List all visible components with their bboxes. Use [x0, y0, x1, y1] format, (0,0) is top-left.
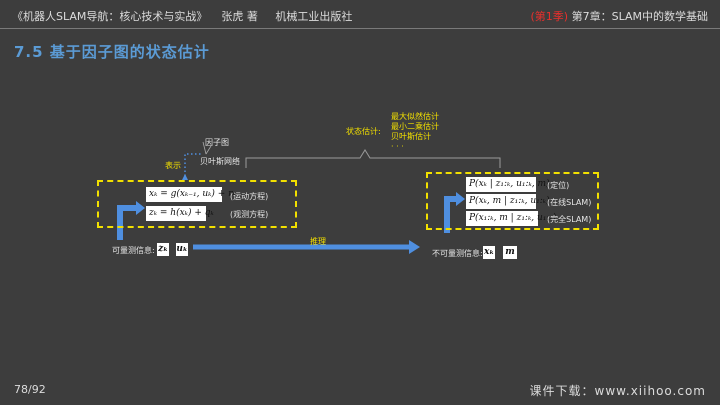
header-book-info: 《机器人SLAM导航：核心技术与实战》 张虎 著 机械工业出版社 [12, 8, 352, 24]
factor-graph-label: 因子图 [205, 138, 229, 147]
method-ml: 最大似然估计 [391, 112, 439, 121]
represent-label: 表示 [165, 161, 181, 170]
represent-arrow [184, 153, 201, 180]
chapter-title: 第7章：SLAM中的数学基础 [571, 10, 708, 23]
full-slam-note: (完全SLAM) [547, 215, 592, 224]
measurable-z: zₖ [157, 243, 169, 256]
measurable-label: 可量测信息: [112, 246, 155, 255]
observation-equation-note: (观测方程) [230, 210, 269, 219]
online-slam-note: (在线SLAM) [547, 198, 592, 207]
book-title: 《机器人SLAM导航：核心技术与实战》 [12, 10, 208, 23]
model-equations-box [97, 180, 297, 228]
right-elbow-arrow [444, 196, 456, 233]
slide-title: 7.5 基于因子图的状态估计 [14, 43, 210, 61]
graph-fork [202, 141, 212, 155]
state-estimation-label: 状态估计: [346, 127, 381, 136]
slam-problems-box [426, 172, 599, 230]
bayes-net-label: 贝叶斯网络 [200, 157, 240, 166]
book-author: 张虎 著 [221, 10, 258, 23]
header-chapter-info: (第1季) 第7章：SLAM中的数学基础 [531, 8, 708, 24]
left-elbow-arrow [117, 205, 136, 240]
left-elbow-arrowhead [136, 201, 145, 215]
book-publisher: 机械工业出版社 [275, 10, 353, 23]
estimation-brace [245, 149, 501, 168]
method-ls: 最小二乘估计 [391, 122, 439, 131]
motion-equation-note: (运动方程) [230, 192, 269, 201]
header-divider [0, 28, 720, 29]
full-slam-formula: P(x₁:ₖ, m | z₁:ₖ, u₁:ₖ) [466, 211, 556, 226]
unmeasurable-label: 不可量测信息: [432, 249, 483, 258]
unmeasurable-x: xₖ [483, 246, 495, 259]
right-elbow-arrowhead [456, 192, 465, 206]
localization-note: (定位) [547, 181, 570, 190]
estimation-methods: 最大似然估计 最小二乘估计 贝叶斯估计 · · · [391, 112, 439, 152]
localization-formula: P(xₖ | z₁:ₖ, u₁:ₖ, m) [466, 177, 550, 192]
page-number: 78/92 [14, 383, 46, 396]
inference-label: 推理 [310, 237, 326, 246]
represent-arrowhead [182, 174, 188, 180]
online-slam-formula: P(xₖ, m | z₁:ₖ, u₁:ₖ) [466, 194, 550, 209]
method-more: · · · [391, 142, 404, 151]
edition-tag: (第1季) [530, 10, 569, 23]
inference-arrowhead [409, 240, 420, 254]
measurable-u: uₖ [176, 243, 188, 256]
method-bayes: 贝叶斯估计 [391, 132, 431, 141]
observation-equation: zₖ = h(xₖ) + qₖ [146, 206, 214, 221]
download-source: 课件下载：www.xiihoo.com [529, 384, 706, 398]
motion-equation: xₖ = g(xₖ₋₁, uₖ) + rₖ [146, 187, 236, 202]
unmeasurable-m: m [503, 246, 517, 259]
